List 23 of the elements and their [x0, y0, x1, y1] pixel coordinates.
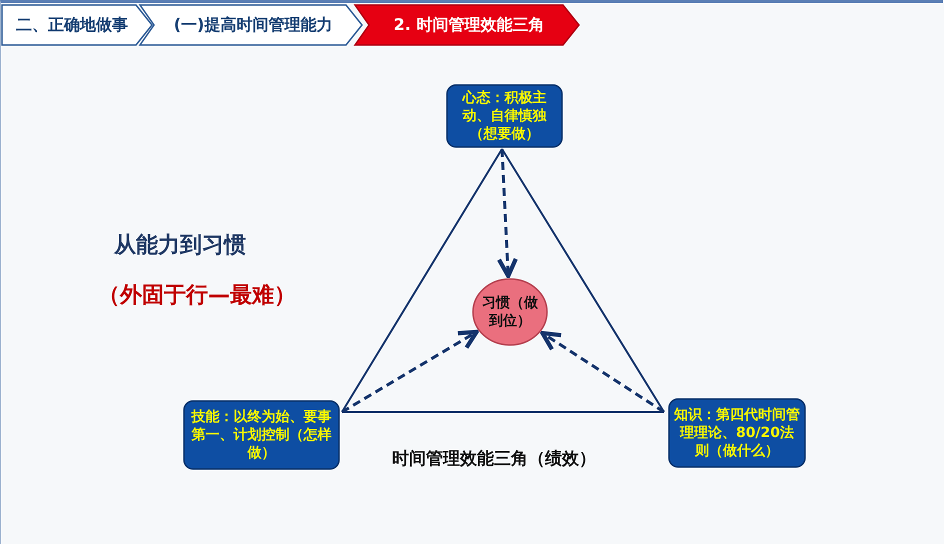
- triangle-side-line: [342, 411, 664, 413]
- node-text: 心态：积极主动、自律慎独（想要做）: [461, 88, 548, 144]
- tab-label: 二、正确地做事: [15, 14, 129, 36]
- subheading-text: （外固于行—最难）: [98, 282, 296, 310]
- mindset-box: [446, 84, 563, 148]
- knowledge-box: [668, 398, 806, 468]
- node-text: 习惯（做到位）: [481, 294, 539, 330]
- dashed-arrow: [540, 330, 665, 414]
- triangle-caption: 时间管理效能三角（绩效）: [392, 448, 596, 470]
- node-text: 技能：以终为始、要事第一、计划控制（怎样做）: [190, 408, 332, 462]
- heading-text: 从能力到习惯: [114, 232, 246, 260]
- triangle-side-line: [341, 148, 503, 413]
- habit-circle: [472, 278, 548, 346]
- breadcrumb-tab: [355, 5, 579, 45]
- breadcrumb-tab: [2, 5, 152, 45]
- breadcrumb-tab: [140, 5, 362, 45]
- skill-box: [183, 400, 340, 470]
- dashed-arrow: [496, 148, 518, 278]
- tab-label: (一)提高时间管理能力: [172, 14, 334, 36]
- dashed-arrow: [341, 330, 479, 414]
- tab-label: 2. 时间管理效能三角: [392, 14, 546, 36]
- triangle-side-line: [501, 148, 665, 413]
- node-text: 知识：第四代时间管理理论、80/20法则（做什么）: [673, 406, 801, 460]
